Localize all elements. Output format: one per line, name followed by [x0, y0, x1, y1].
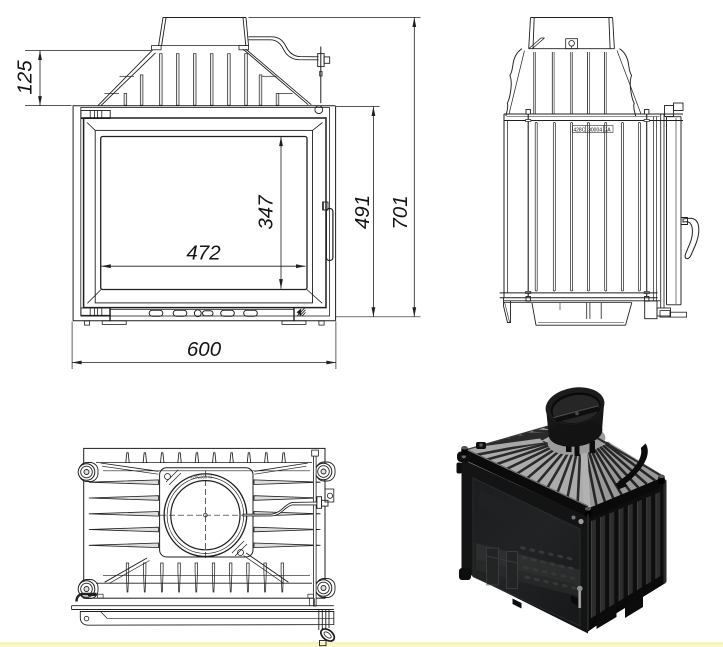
svg-text:125: 125 — [14, 60, 37, 95]
svg-text:428C300 M: 428C300 M — [190, 475, 212, 480]
svg-text:600: 600 — [187, 338, 222, 361]
svg-text:428C 30004 JA: 428C 30004 JA — [573, 128, 611, 134]
svg-text:347: 347 — [255, 194, 278, 230]
svg-text:472: 472 — [186, 242, 221, 265]
svg-text:701: 701 — [389, 195, 412, 229]
svg-text:491: 491 — [351, 195, 374, 229]
